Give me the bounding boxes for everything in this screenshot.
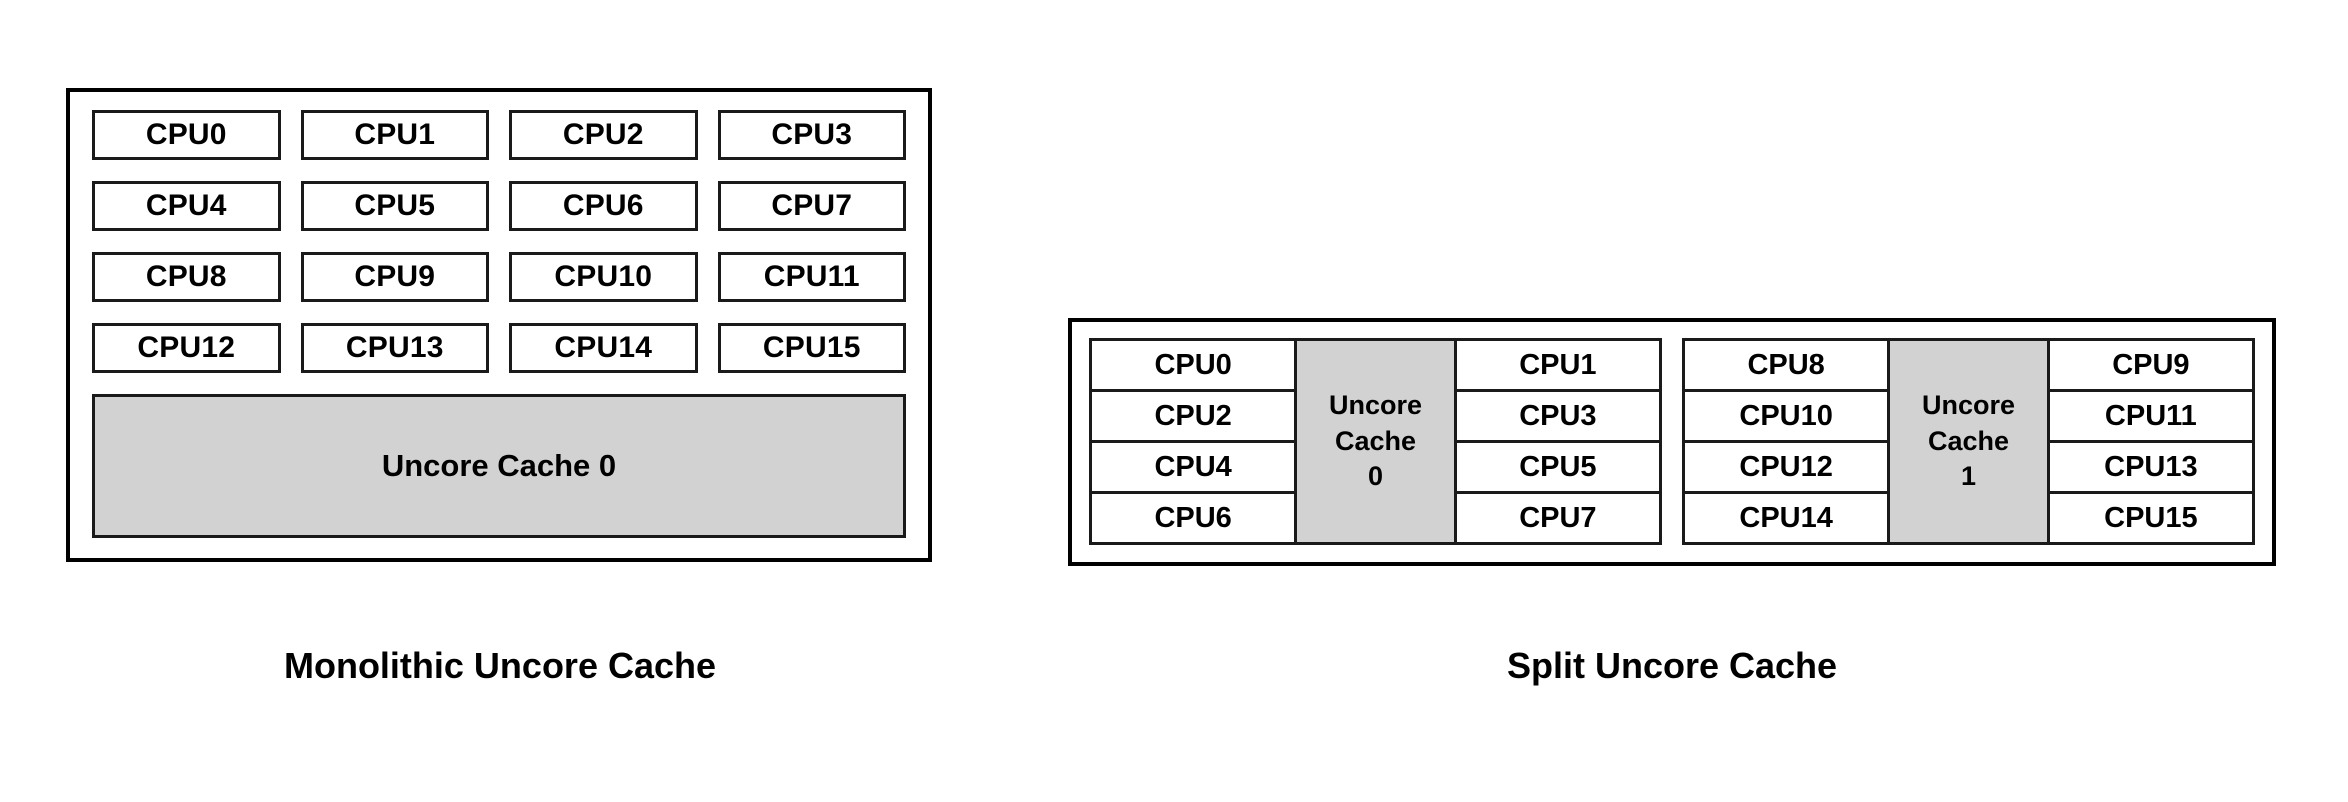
cpu-box: CPU5: [300, 181, 489, 231]
uncore-cache-label-line3: 1: [1960, 461, 1977, 492]
cpu-box: CPU13: [300, 323, 489, 373]
cpu-box: CPU4: [92, 181, 281, 231]
cpu-cell: CPU2: [1092, 392, 1295, 443]
uncore-cache-label-line2: Cache: [1334, 425, 1417, 456]
uncore-cache-label-line1: Uncore: [1328, 390, 1423, 421]
cpu-cell: CPU7: [1456, 494, 1659, 542]
cpu-box: CPU6: [509, 181, 698, 231]
cpu-cell: CPU0: [1092, 341, 1295, 392]
cpu-cell: CPU8: [1685, 341, 1888, 392]
uncore-cache-label-line3: 0: [1367, 461, 1384, 492]
cpu-cell: CPU14: [1685, 494, 1888, 542]
cpu-box: CPU7: [717, 181, 906, 231]
cpu-column-right: CPU1 CPU3 CPU5 CPU7: [1453, 341, 1659, 542]
cpu-cell: CPU12: [1685, 443, 1888, 494]
caption-split-uncore-cache: Split Uncore Cache: [1506, 645, 1838, 686]
uncore-cache-block: Uncore Cache 0: [1297, 341, 1454, 542]
cpu-box: CPU14: [509, 323, 698, 373]
uncore-cache-label-line1: Uncore: [1921, 390, 2016, 421]
cpu-cell: CPU6: [1092, 494, 1295, 542]
cpu-cell: CPU10: [1685, 392, 1888, 443]
cpu-box: CPU3: [717, 110, 906, 160]
cpu-column-left: CPU8 CPU10 CPU12 CPU14: [1685, 341, 1891, 542]
cpu-box: CPU10: [509, 252, 698, 302]
cpu-cell: CPU3: [1456, 392, 1659, 443]
uncore-cache-block: Uncore Cache 0: [92, 394, 906, 538]
cpu-cell: CPU9: [2049, 341, 2252, 392]
cpu-box: CPU9: [300, 252, 489, 302]
cpu-column-right: CPU9 CPU11 CPU13 CPU15: [2046, 341, 2252, 542]
cpu-box: CPU0: [92, 110, 281, 160]
uncore-cache-label-line2: Cache: [1927, 425, 2010, 456]
cpu-cell: CPU4: [1092, 443, 1295, 494]
cpu-cell: CPU5: [1456, 443, 1659, 494]
monolithic-cpu-grid: CPU0 CPU1 CPU2 CPU3 CPU4 CPU5 CPU6 CPU7 …: [92, 110, 906, 373]
split-uncore-cache-diagram: CPU0 CPU2 CPU4 CPU6 Uncore Cache 0 CPU1 …: [1068, 318, 2276, 566]
cpu-cell: CPU11: [2049, 392, 2252, 443]
cpu-box: CPU8: [92, 252, 281, 302]
cpu-box: CPU12: [92, 323, 281, 373]
cpu-box: CPU1: [300, 110, 489, 160]
cpu-cell: CPU13: [2049, 443, 2252, 494]
split-socket-frame: CPU0 CPU2 CPU4 CPU6 Uncore Cache 0 CPU1 …: [1068, 318, 2276, 566]
caption-monolithic-uncore-cache: Monolithic Uncore Cache: [283, 645, 717, 686]
cpu-cell: CPU1: [1456, 341, 1659, 392]
monolithic-uncore-cache-diagram: CPU0 CPU1 CPU2 CPU3 CPU4 CPU5 CPU6 CPU7 …: [66, 88, 932, 562]
uncore-cache-block: Uncore Cache 1: [1890, 341, 2047, 542]
cpu-column-left: CPU0 CPU2 CPU4 CPU6: [1092, 341, 1298, 542]
cpu-box: CPU15: [717, 323, 906, 373]
cpu-box: CPU11: [717, 252, 906, 302]
cpu-cell: CPU15: [2049, 494, 2252, 542]
monolithic-socket-frame: CPU0 CPU1 CPU2 CPU3 CPU4 CPU5 CPU6 CPU7 …: [66, 88, 932, 562]
cpu-box: CPU2: [509, 110, 698, 160]
split-cache-group-1: CPU8 CPU10 CPU12 CPU14 Uncore Cache 1 CP…: [1682, 338, 2255, 545]
split-cache-group-0: CPU0 CPU2 CPU4 CPU6 Uncore Cache 0 CPU1 …: [1089, 338, 1662, 545]
